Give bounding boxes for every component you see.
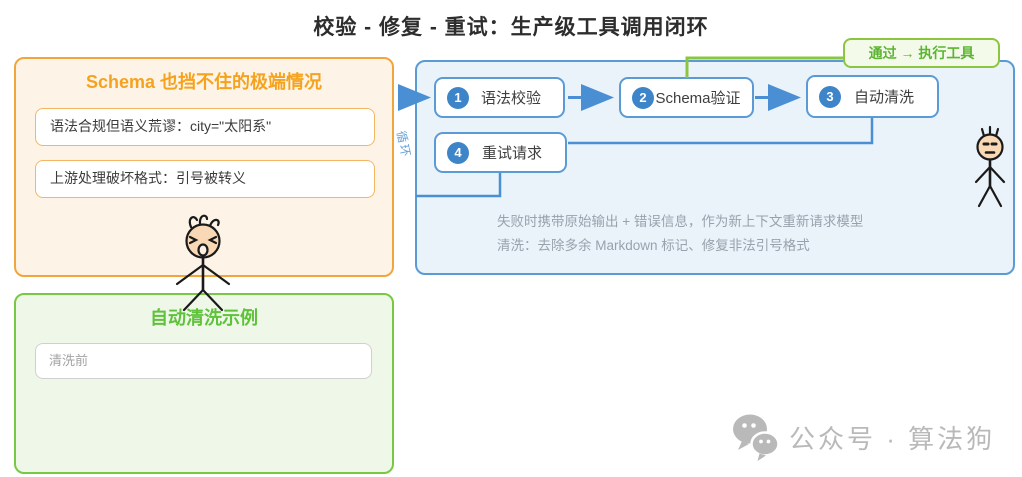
footer-text: 公众号 · 算法狗 [789,423,996,454]
wechat-icon [733,414,779,461]
cleaning-panel: 自动清洗示例 清洗前 [14,293,394,474]
step-box-retry-request: 4 重试请求 [434,132,567,173]
pipeline-panel: 1 语法校验 2 Schema验证 3 自动清洗 4 重试请求 失败时携带原始输… [415,60,1015,275]
edge-case-item-1: 语法合规但语义荒谬：city="太阳系" [35,108,375,146]
loop-label: 循环 [393,129,414,160]
footer-watermark: 公众号 · 算法狗 [731,412,995,462]
step-badge-4: 4 [447,141,469,164]
step-box-syntax-check: 1 语法校验 [434,77,565,118]
step-box-auto-clean: 3 自动清洗 [806,75,939,118]
step-label-2: Schema验证 [655,90,741,107]
step-label-3: 自动清洗 [853,89,914,106]
edge-case-item-2: 上游处理破坏格式：引号被转义 [35,160,375,198]
step-badge-2: 2 [632,86,654,109]
pass-execute-badge: 通过 → 执行工具 [843,38,1000,68]
cleaning-title: 自动清洗示例 [150,308,258,328]
clean-before-box: 清洗前 [35,343,372,379]
step-box-schema-validate: 2 Schema验证 [619,77,754,118]
step-label-4: 重试请求 [481,145,542,162]
edge-cases-title: Schema 也挡不住的极端情况 [85,72,323,92]
edge-cases-panel: Schema 也挡不住的极端情况 语法合规但语义荒谬：city="太阳系" 上游… [14,57,394,277]
step-badge-1: 1 [447,86,469,109]
page-title: 校验 - 修复 - 重试：生产级工具调用闭环 [313,16,709,39]
pipeline-note-retry: 失败时携带原始输出 + 错误信息，作为新上下文重新请求模型 [497,214,864,229]
step-label-1: 语法校验 [480,90,541,107]
pipeline-note-clean: 清洗：去除多余 Markdown 标记、修复非法引号格式 [497,238,810,253]
step-badge-3: 3 [819,85,841,108]
